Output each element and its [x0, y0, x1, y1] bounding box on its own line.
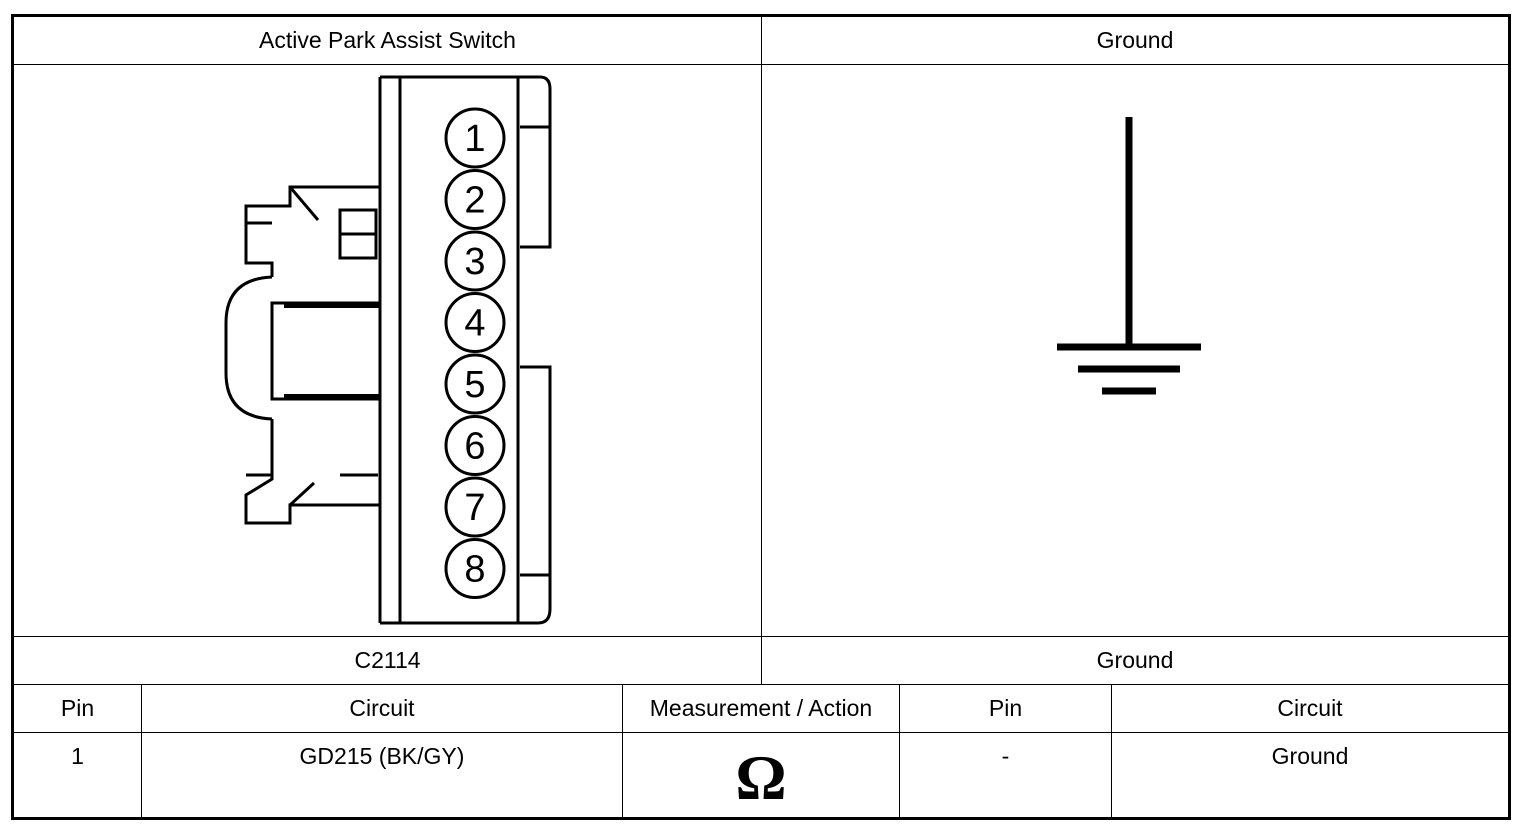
ground-icon: [1057, 117, 1201, 395]
row-circuit: GD215 (BK/GY): [299, 743, 465, 769]
pin-cavity-2: [444, 169, 506, 230]
pin-number-3: 3: [464, 241, 485, 283]
pin-number-2: 2: [464, 180, 485, 222]
header-pin-2: Pin: [988, 695, 1023, 721]
header-circuit-2: Circuit: [1277, 695, 1343, 721]
ground-label: Ground: [1096, 647, 1174, 673]
ground-symbol-area: [762, 65, 1508, 636]
header-pin: Pin: [60, 695, 95, 721]
pin-cavity-4: [444, 292, 506, 353]
row-circuit-2: Ground: [1271, 743, 1349, 769]
pin-cavity-5: [444, 353, 506, 415]
pin-cavity-7: [444, 476, 506, 538]
lower-latch: [244, 419, 380, 525]
pin-number-8: 8: [464, 549, 485, 591]
latch-button: [224, 275, 273, 421]
connector-title: Active Park Assist Switch: [259, 27, 516, 53]
pin-cavity-1: [444, 107, 506, 169]
column-divider: [899, 685, 900, 817]
pin-number-4: 4: [464, 303, 485, 345]
pin-number-5: 5: [464, 364, 485, 406]
connector-face-drawing: 1 2 3 4 5 6 7 8: [224, 75, 552, 625]
row-pin-2: -: [1001, 743, 1010, 769]
upper-latch: [244, 185, 380, 235]
pin-cavity-3: [444, 230, 506, 292]
column-divider: [622, 685, 623, 817]
upper-lock-rail: [518, 75, 552, 249]
row-divider: [14, 732, 1508, 733]
connector-body: [398, 75, 520, 625]
header-measurement: Measurement / Action: [649, 695, 873, 721]
header-circuit: Circuit: [349, 695, 415, 721]
latch-window: [270, 301, 382, 401]
pin-cavities: 1 2 3 4 5 6 7 8: [444, 107, 506, 599]
column-divider: [141, 685, 142, 817]
pin-number-6: 6: [464, 426, 485, 468]
pin-cavity-8: [444, 538, 506, 599]
column-divider: [761, 17, 762, 685]
column-divider: [1111, 685, 1112, 817]
ohm-icon: Ω: [735, 742, 787, 813]
lower-lock-rail: [518, 365, 552, 625]
ground-title: Ground: [1096, 27, 1174, 53]
pin-number-1: 1: [464, 118, 485, 160]
pin-cavity-6: [444, 415, 506, 476]
pinout-table: Active Park Assist Switch Ground: [11, 14, 1511, 820]
connector-face-diagram: 1 2 3 4 5 6 7 8: [14, 65, 761, 636]
pin-number-7: 7: [464, 487, 485, 529]
row-pin: 1: [71, 743, 84, 769]
connector-id: C2114: [354, 647, 421, 673]
